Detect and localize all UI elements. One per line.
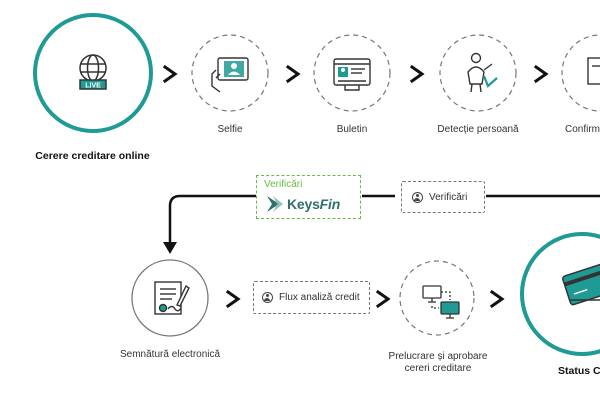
verificari-box: Verificări (401, 181, 485, 213)
start-label: Cerere creditare online (35, 150, 150, 162)
keysfin-box-title: Verificări (264, 179, 303, 190)
svg-text:LIVE: LIVE (85, 83, 101, 90)
keysfin-logo-fin: Fin (319, 196, 341, 212)
semnatura-label: Semnătură electronică (120, 349, 221, 360)
person-check-icon (467, 52, 498, 93)
confirmare-node (561, 34, 600, 112)
row1-arrows (162, 64, 549, 84)
flux-analiza-box: Flux analiză credit (253, 281, 370, 314)
buletin-node (313, 34, 391, 112)
prelucrare-node (399, 260, 475, 336)
computers-network-icon (422, 285, 460, 319)
selfie-node (191, 34, 269, 112)
keysfin-logo-keys: Keys (287, 196, 320, 212)
selfie-label: Selfie (217, 124, 243, 135)
down-arrowhead (163, 242, 177, 254)
keysfin-verification-box: Verificări KeysFin (256, 175, 361, 219)
signed-contract-icon (154, 281, 190, 315)
detectie-label: Detecție persoană (437, 124, 519, 135)
prelucrare-label-2: cereri creditare (404, 363, 472, 374)
detectie-node (439, 34, 517, 112)
user-icon (412, 191, 423, 203)
start-node: LIVE (33, 13, 153, 133)
status-node (520, 232, 600, 356)
row2-arrows (225, 289, 505, 309)
verificari-label: Verificări (429, 191, 468, 203)
id-card-icon (333, 58, 371, 91)
document-icon (587, 57, 600, 85)
keysfin-logo: KeysFin (287, 196, 340, 212)
status-label: Status Cr (558, 365, 600, 377)
semnatura-node (131, 259, 209, 337)
credit-card-icon (562, 262, 600, 306)
connector-line (168, 194, 600, 244)
flux-analiza-label: Flux analiză credit (279, 292, 360, 303)
confirmare-label: Confirm (565, 124, 600, 135)
globe-live-icon: LIVE (79, 54, 107, 90)
phone-selfie-icon (211, 57, 249, 93)
buletin-label: Buletin (336, 124, 368, 135)
prelucrare-label-1: Prelucrare și aprobare (388, 351, 488, 362)
keysfin-logo-icon (267, 196, 283, 212)
user-icon (262, 292, 273, 303)
